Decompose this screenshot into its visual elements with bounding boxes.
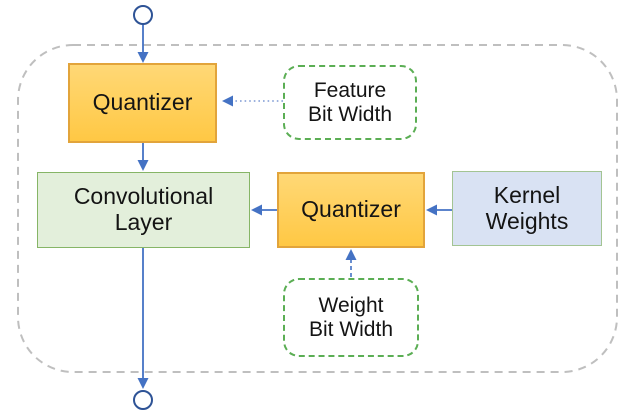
arrowhead-feature-bit-width <box>222 95 233 107</box>
conv-layer-label-line1: Convolutional <box>73 183 214 210</box>
feature-quantizer-label: Quantizer <box>92 89 193 116</box>
end-terminal-circle <box>133 390 153 410</box>
weight-bit-width-label-line1: Weight <box>318 293 384 317</box>
weight-quantizer-label: Quantizer <box>301 196 401 223</box>
arrowhead-weight-bit-width <box>345 249 357 260</box>
arrowhead-quantizer-to-conv-left <box>251 204 262 216</box>
kernel-weights-label-line2: Weights <box>485 207 569 234</box>
conv-layer-label-line2: Layer <box>114 209 173 235</box>
arrowhead-conv-to-end <box>137 378 149 389</box>
weight-bit-width-node: Weight Bit Width <box>283 278 419 357</box>
feature-bit-width-label-line2: Bit Width <box>307 102 393 126</box>
weight-quantizer-node: Quantizer <box>277 172 425 248</box>
feature-quantizer-node: Quantizer <box>68 63 217 143</box>
weight-bit-width-label-line2: Bit Width <box>308 317 394 341</box>
kernel-weights-label-line1: Kernel <box>493 181 561 208</box>
convolutional-layer-node: Convolutional Layer <box>37 172 250 248</box>
kernel-weights-node: Kernel Weights <box>452 171 602 246</box>
dashed-container-outline <box>17 44 618 373</box>
feature-bit-width-label-line1: Feature <box>313 78 387 102</box>
feature-bit-width-node: Feature Bit Width <box>283 65 417 140</box>
arrowhead-start-to-quantizer <box>137 52 149 63</box>
start-terminal-circle <box>133 5 153 25</box>
arrowhead-quantizer-to-conv <box>137 160 149 171</box>
arrowhead-kernel-to-quantizer <box>426 204 437 216</box>
